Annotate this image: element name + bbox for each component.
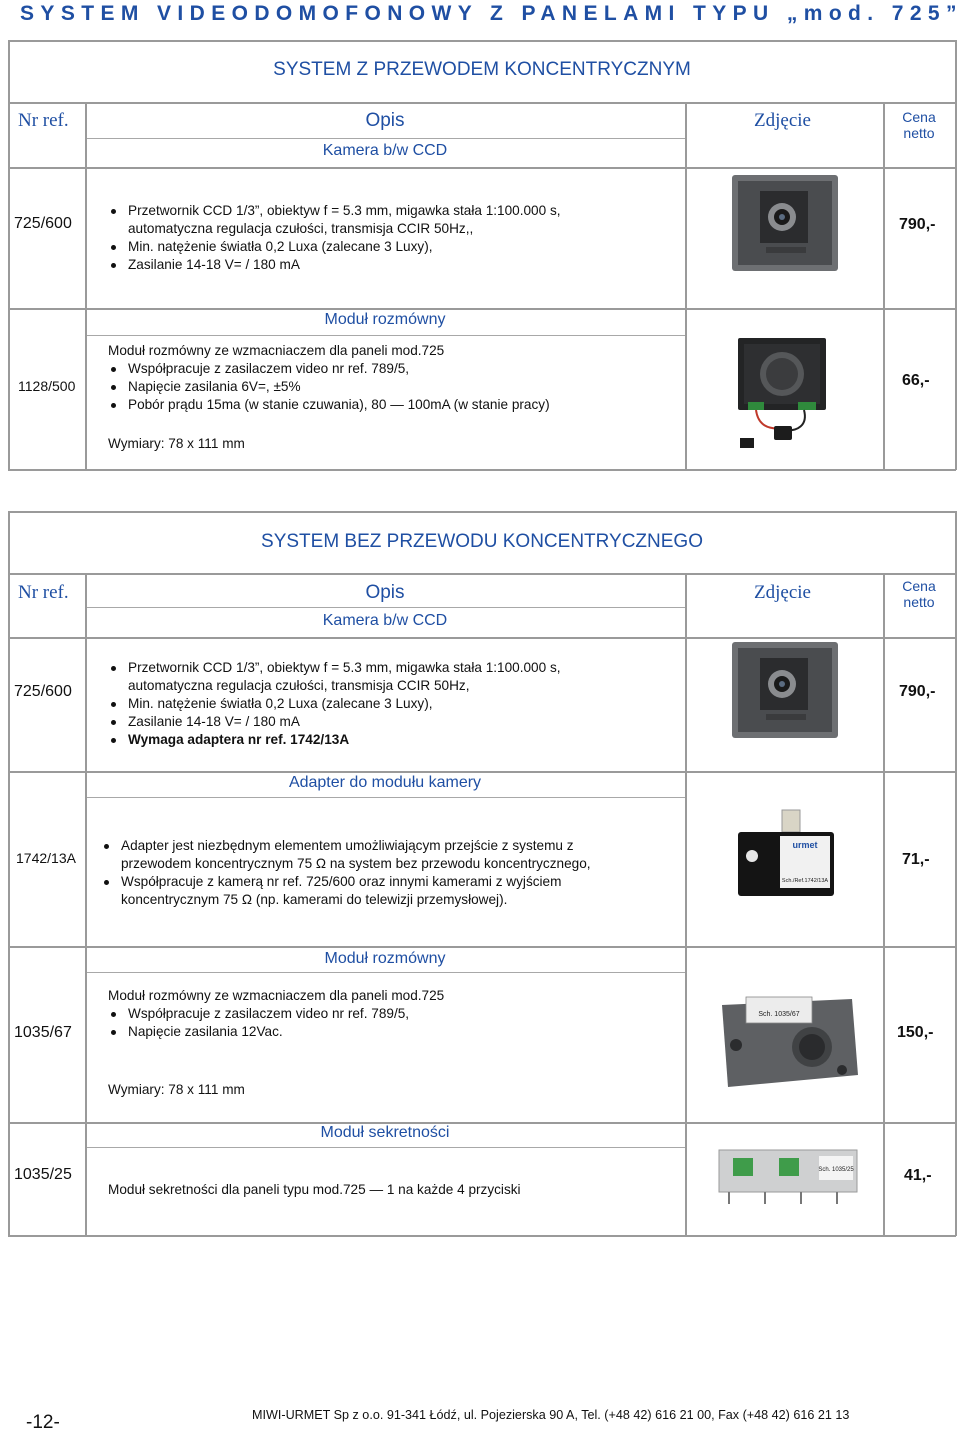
header-zdjecie: Zdjęcie [754, 110, 811, 131]
header-cena-line1: Cena [902, 109, 936, 125]
speech-module-label-text: Sch. 1035/67 [758, 1011, 799, 1018]
subheader-speech-2: Moduł rozmówny [324, 950, 446, 967]
price-1035-25: 41,- [904, 1167, 932, 1184]
spec-item: Przetwornik CCD 1/3”, obiektyw f = 5.3 m… [108, 202, 561, 238]
subheader-speech-1: Moduł rozmówny [324, 311, 446, 328]
page-number: -12- [26, 1412, 60, 1433]
section2-title: SYSTEM BEZ PRZEWODU KONCENTRYCZNEGO [261, 531, 703, 552]
header-opis-2: Opis [365, 582, 405, 603]
price-1742-13a: 71,- [902, 851, 930, 868]
ref-1742-13a: 1742/13A [16, 850, 76, 866]
camera-module-photo [730, 173, 840, 273]
spec-item: Min. natężenie światła 0,2 Luxa (zalecan… [108, 238, 561, 256]
header-cena-2: Cena netto [884, 578, 954, 610]
section1-title: SYSTEM Z PRZEWODEM KONCENTRYCZNYM [273, 59, 691, 80]
speech-module-photo [728, 330, 838, 455]
secret-module-photo: Sch. 1035/25 [715, 1142, 865, 1207]
spec-item: Pobór prądu 15ma (w stanie czuwania), 80… [108, 396, 550, 414]
adapter-photo: urmet Sch./Ref.1742/13A [730, 808, 840, 903]
spec-item: Wymaga adaptera nr ref. 1742/13A [108, 731, 561, 749]
footer-company: MIWI-URMET Sp z o.o. 91-341 Łódź, ul. Po… [252, 1408, 850, 1422]
speech-spec-list-1: Współpracuje z zasilaczem video nr ref. … [108, 360, 550, 414]
spec-item: Przetwornik CCD 1/3”, obiektyw f = 5.3 m… [108, 659, 561, 695]
header-cena-line2: netto [903, 594, 935, 610]
adapter-brand-text: urmet [792, 840, 817, 850]
header-cena-line2: netto [903, 125, 935, 141]
speech-dimensions-1: Wymiary: 78 x 111 mm [108, 436, 245, 451]
spec-item: Zasilanie 14-18 V= / 180 mA [108, 256, 561, 274]
speech-intro-1: Moduł rozmówny ze wzmacniaczem dla panel… [108, 343, 445, 358]
spec-item: Zasilanie 14-18 V= / 180 mA [108, 713, 561, 731]
camera-spec-list-1: Przetwornik CCD 1/3”, obiektyw f = 5.3 m… [108, 202, 561, 274]
spec-item: Współpracuje z zasilaczem video nr ref. … [108, 1005, 409, 1023]
adapter-label-text: Sch./Ref.1742/13A [782, 878, 829, 884]
ref-1035-67: 1035/67 [14, 1024, 72, 1041]
spec-item: Współpracuje z kamerą nr ref. 725/600 or… [101, 873, 591, 909]
price-725-600-a: 790,- [899, 216, 936, 233]
adapter-spec-list: Adapter jest niezbędnym elementem umożli… [101, 837, 591, 909]
speech-spec-list-2: Współpracuje z zasilaczem video nr ref. … [108, 1005, 409, 1041]
secret-module-label-text: Sch. 1035/25 [818, 1167, 854, 1173]
header-cena-line1: Cena [902, 578, 936, 594]
camera-spec-list-2: Przetwornik CCD 1/3”, obiektyw f = 5.3 m… [108, 659, 561, 749]
page-title: SYSTEM VIDEODOMOFONOWY Z PANELAMI TYPU „… [20, 2, 960, 25]
price-725-600-b: 790,- [899, 683, 936, 700]
subheader-camera-1: Kamera b/w CCD [322, 142, 448, 159]
subheader-camera-2: Kamera b/w CCD [322, 612, 448, 629]
ref-1035-25: 1035/25 [14, 1166, 72, 1183]
ref-1128-500: 1128/500 [18, 378, 76, 394]
header-cena: Cena netto [884, 109, 954, 141]
header-nr-ref-2: Nr ref. [18, 582, 69, 603]
speech-intro-2: Moduł rozmówny ze wzmacniaczem dla panel… [108, 988, 445, 1003]
spec-item: Adapter jest niezbędnym elementem umożli… [101, 837, 591, 873]
header-zdjecie-2: Zdjęcie [754, 582, 811, 603]
subheader-adapter: Adapter do modułu kamery [288, 774, 482, 791]
spec-item: Napięcie zasilania 6V=, ±5% [108, 378, 550, 396]
spec-item: Współpracuje z zasilaczem video nr ref. … [108, 360, 550, 378]
ref-725-600-a: 725/600 [14, 215, 72, 232]
price-1035-67: 150,- [897, 1024, 934, 1041]
speech-module-photo-2: Sch. 1035/67 [712, 985, 862, 1095]
header-nr-ref: Nr ref. [18, 110, 69, 131]
camera-module-photo-2 [730, 640, 840, 740]
ref-725-600-b: 725/600 [14, 683, 72, 700]
price-1128-500: 66,- [902, 372, 930, 389]
header-opis: Opis [365, 110, 405, 131]
spec-item: Napięcie zasilania 12Vac. [108, 1023, 409, 1041]
secret-description: Moduł sekretności dla paneli typu mod.72… [108, 1182, 521, 1197]
subheader-secret: Moduł sekretności [320, 1124, 450, 1141]
spec-item: Min. natężenie światła 0,2 Luxa (zalecan… [108, 695, 561, 713]
speech-dimensions-2: Wymiary: 78 x 111 mm [108, 1082, 245, 1097]
